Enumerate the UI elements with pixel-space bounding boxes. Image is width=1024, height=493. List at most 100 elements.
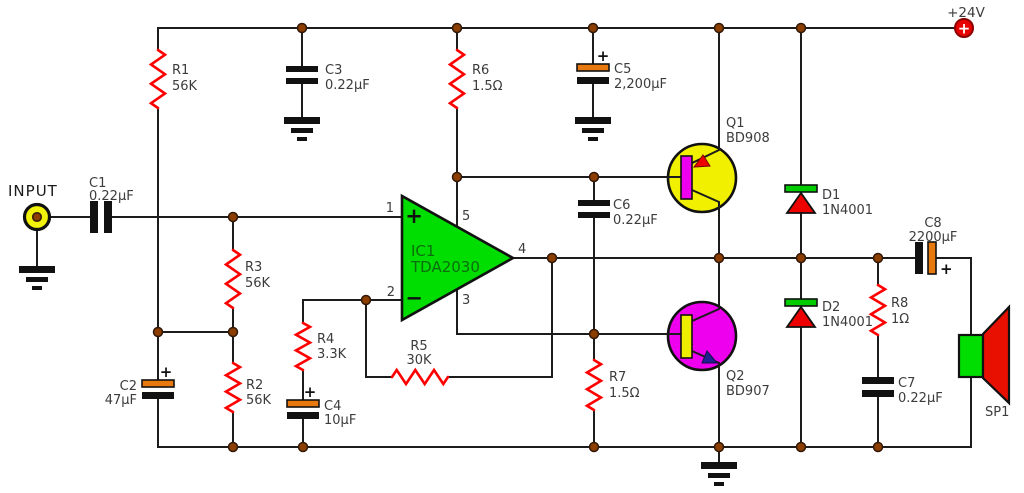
transistor-collector-lead <box>690 305 720 323</box>
resistor-zigzag <box>293 321 313 372</box>
resistor-zigzag <box>584 358 604 412</box>
ic1-pin3-number: 3 <box>462 293 470 308</box>
junction-dot <box>713 441 725 453</box>
capacitor-C5: + C5 2,200µF <box>576 47 667 92</box>
ground-bar <box>575 117 611 124</box>
ic-amplifier-IC1: + − IC1 TDA2030 1 2 5 3 4 <box>386 193 526 323</box>
junction-dot <box>872 441 884 453</box>
r3-ref: R3 <box>245 260 262 275</box>
opamp-triangle <box>400 193 516 323</box>
c2-ref: C2 <box>120 379 137 394</box>
c8-value: 2200µF <box>909 230 958 245</box>
transistor-base-bar <box>680 314 693 359</box>
cap-plate <box>862 390 894 397</box>
pnp-arrow-icon <box>692 154 711 168</box>
wires <box>36 27 972 463</box>
ic1-part: TDA2030 <box>410 258 480 276</box>
cap-plate <box>90 201 98 233</box>
junction-dot <box>713 22 725 34</box>
ground-bar <box>19 266 55 273</box>
c1-value: 0.22µF <box>89 189 134 204</box>
c5-ref: C5 <box>614 62 631 77</box>
c5-plus-sign: + <box>597 47 610 65</box>
capacitor-C2: + C2 47µF <box>105 363 175 408</box>
input-jack: INPUT <box>8 182 57 232</box>
ground-bar <box>291 128 313 133</box>
junction-dot <box>587 22 599 34</box>
power-terminal-24v: + +24V <box>947 5 986 38</box>
r6-ref: R6 <box>472 63 489 78</box>
ic1-ref: IC1 <box>411 242 435 260</box>
ground-symbol-c5 <box>575 117 611 141</box>
cap-plate <box>915 242 923 274</box>
cap-plate-positive <box>927 241 937 275</box>
r8-value: 1Ω <box>891 312 909 327</box>
r1-ref: R1 <box>172 63 189 78</box>
junction-dot <box>227 211 239 223</box>
r3-value: 56K <box>245 276 271 291</box>
q2-part: BD907 <box>726 384 770 399</box>
power-terminal-plus: + <box>958 20 971 38</box>
ground-bar <box>284 117 320 124</box>
r7-value: 1.5Ω <box>609 386 640 401</box>
ground-symbol-c3 <box>284 117 320 141</box>
capacitor-C1: C1 0.22µF <box>89 176 134 233</box>
cap-plate <box>287 412 319 419</box>
r5-ref: R5 <box>410 339 427 354</box>
diode-D2: D2 1N4001 <box>784 298 873 330</box>
junction-dot <box>296 22 308 34</box>
cap-plate <box>286 78 318 84</box>
capacitor-C8: + C8 2200µF <box>909 216 958 278</box>
capacitor-C4: + C4 10µF <box>286 383 356 428</box>
junction-dot <box>795 252 807 264</box>
junction-dots <box>152 22 884 453</box>
cap-plate-positive <box>576 63 610 72</box>
c6-value: 0.22µF <box>613 213 658 228</box>
d2-ref: D2 <box>822 300 840 315</box>
capacitor-C3: C3 0.22µF <box>286 63 370 93</box>
junction-dot <box>360 294 372 306</box>
speaker-SP1: SP1 <box>957 304 1011 420</box>
c7-value: 0.22µF <box>898 391 943 406</box>
junction-dot <box>588 328 600 340</box>
cap-plate <box>577 77 609 84</box>
c2-plus-sign: + <box>160 363 173 381</box>
resistor-zigzag <box>390 367 450 387</box>
c8-ref: C8 <box>924 216 941 231</box>
resistor-R4: R4 3.3K <box>293 321 347 372</box>
junction-dot <box>872 252 884 264</box>
junction-dot <box>451 171 463 183</box>
d2-part: 1N4001 <box>822 315 873 330</box>
c7-ref: C7 <box>898 376 915 391</box>
junction-dot <box>227 326 239 338</box>
junction-dot <box>795 441 807 453</box>
resistor-zigzag <box>223 361 243 414</box>
junction-dot <box>546 252 558 264</box>
junction-dot <box>713 252 725 264</box>
ground-bar <box>708 473 730 478</box>
transistor-emitter-lead <box>690 349 720 369</box>
r2-value: 56K <box>246 393 272 408</box>
ground-bar <box>701 462 737 469</box>
ground-symbol-output <box>701 462 737 486</box>
junction-dot <box>795 22 807 34</box>
ground-bar <box>297 137 307 141</box>
resistor-zigzag <box>447 48 467 110</box>
d1-ref: D1 <box>822 188 840 203</box>
diode-triangle <box>785 305 817 328</box>
q1-part: BD908 <box>726 131 770 146</box>
ic1-pin4-number: 4 <box>518 242 526 257</box>
noninverting-input-sign: + <box>405 204 423 228</box>
capacitor-C7: C7 0.22µF <box>862 376 943 406</box>
diode-cathode-bar <box>784 298 818 307</box>
r2-ref: R2 <box>246 378 263 393</box>
junction-dot <box>152 326 164 338</box>
cap-plate <box>578 200 610 206</box>
transistor-base-bar <box>680 155 693 200</box>
ic1-pin2-number: 2 <box>387 285 395 300</box>
d1-part: 1N4001 <box>822 203 873 218</box>
c3-ref: C3 <box>325 63 342 78</box>
resistor-R3: R3 56K <box>223 248 271 310</box>
junction-dot <box>227 441 239 453</box>
